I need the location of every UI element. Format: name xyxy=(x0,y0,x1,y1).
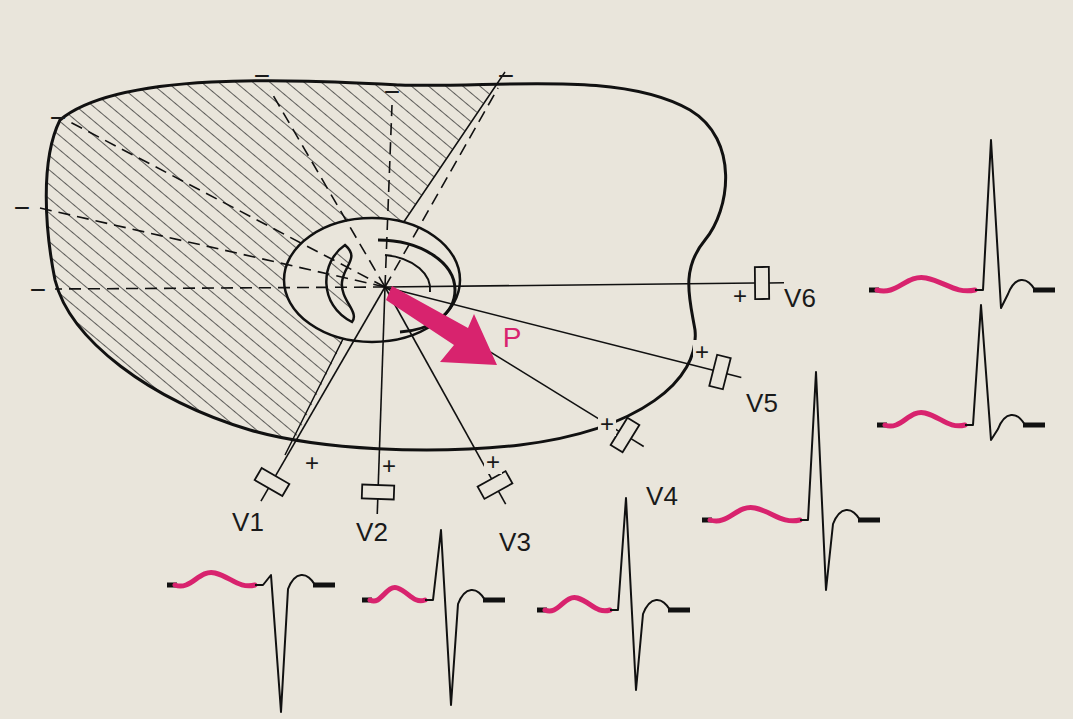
electrode-symbol xyxy=(362,484,394,499)
negative-pole: − xyxy=(252,62,272,90)
negative-pole: − xyxy=(12,194,32,222)
electrode-symbol xyxy=(255,468,290,496)
positive-pole: + xyxy=(380,454,398,478)
lead-name: V4 xyxy=(644,483,680,509)
qrs-complex xyxy=(800,372,880,590)
positive-pole: + xyxy=(484,450,502,474)
negative-lead-line xyxy=(40,208,385,287)
positive-pole: + xyxy=(303,451,321,475)
negative-lead-line xyxy=(385,105,392,287)
electrode-wire xyxy=(261,488,269,501)
electrode-symbol xyxy=(478,471,513,499)
ecg-baseline xyxy=(858,518,880,523)
ecg-baseline xyxy=(313,583,335,588)
negative-lead-line xyxy=(55,287,385,289)
lead-name: V1 xyxy=(230,509,266,535)
electrode-wire xyxy=(376,499,378,514)
negative-lead-line xyxy=(270,90,385,287)
qrs-complex xyxy=(610,498,690,690)
p-wave xyxy=(877,278,975,292)
lead-axis xyxy=(276,287,385,476)
hatched-zone xyxy=(0,0,505,470)
positive-pole: + xyxy=(693,340,711,364)
lead-axis xyxy=(385,287,619,431)
p-wave xyxy=(175,573,255,587)
ecg-baseline xyxy=(1023,423,1045,428)
positive-pole: + xyxy=(598,412,616,436)
positive-pole: + xyxy=(731,284,749,308)
electrode-symbol xyxy=(709,355,730,389)
qrs-complex xyxy=(975,140,1055,308)
p-wave xyxy=(710,508,800,522)
negative-pole: − xyxy=(496,62,516,90)
electrode-wire xyxy=(769,282,784,284)
ecg-baseline xyxy=(1033,288,1055,293)
ecg-baseline xyxy=(483,598,505,603)
negative-pole: − xyxy=(28,276,48,304)
p-wave xyxy=(885,413,965,427)
p-wave xyxy=(370,588,425,602)
p-vector-arrow xyxy=(386,286,497,365)
electrode-wire xyxy=(498,491,505,504)
lead-name: V2 xyxy=(354,519,390,545)
qrs-complex xyxy=(425,530,505,705)
electrode-symbol xyxy=(755,267,769,299)
qrs-complex xyxy=(965,305,1045,440)
p-wave xyxy=(545,598,610,612)
negative-lead-line xyxy=(385,88,498,287)
lead-axis xyxy=(385,287,713,370)
lead-name: V3 xyxy=(497,529,533,555)
left-ventricle xyxy=(326,245,354,322)
lead-name: V6 xyxy=(782,285,818,311)
zone-border xyxy=(285,72,505,455)
electrode-wire xyxy=(631,439,644,447)
chest-outline xyxy=(46,81,725,450)
lead-name: V5 xyxy=(744,390,780,416)
lead-axis xyxy=(385,283,755,287)
qrs-complex xyxy=(255,575,335,712)
electrode-wire xyxy=(727,374,742,378)
negative-pole: − xyxy=(382,78,402,106)
vector-name: P xyxy=(501,324,524,352)
ecg-baseline xyxy=(668,608,690,613)
negative-pole: − xyxy=(48,104,68,132)
